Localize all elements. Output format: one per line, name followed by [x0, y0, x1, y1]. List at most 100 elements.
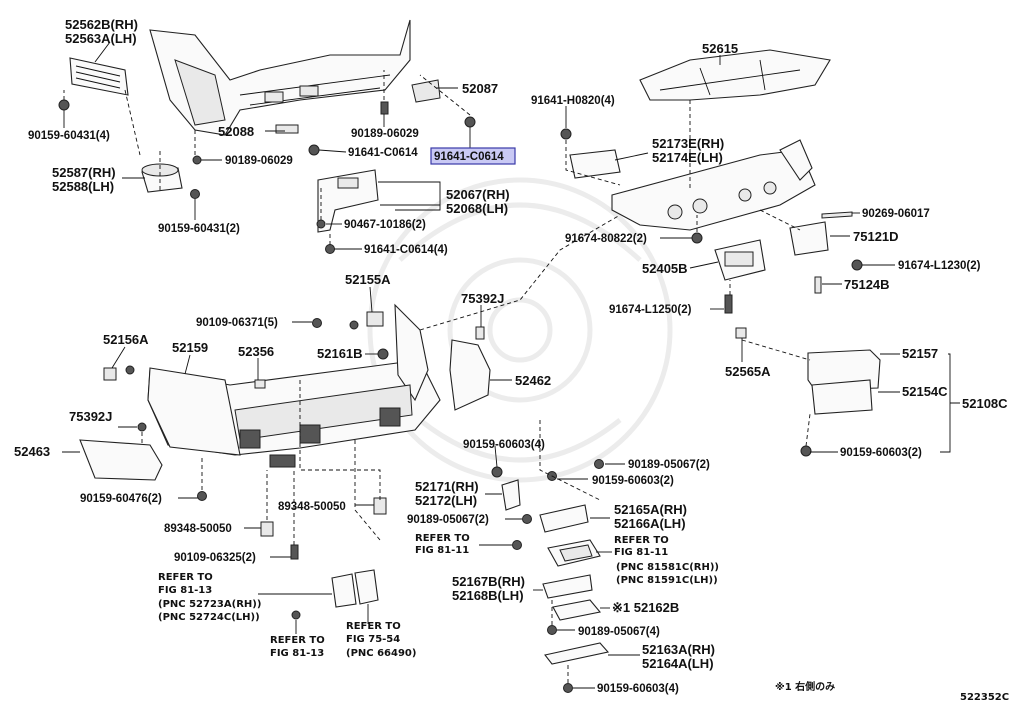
- reference-note: REFER TO: [614, 535, 669, 546]
- bolt-icon: [308, 144, 320, 156]
- bolt-icon: [491, 466, 503, 478]
- part-label[interactable]: 52167B(RH): [452, 574, 525, 589]
- part-label[interactable]: 52068(LH): [446, 201, 508, 216]
- bracket-52087: [411, 79, 441, 103]
- part-label[interactable]: 75121D: [853, 229, 899, 244]
- part-label[interactable]: 52172(LH): [415, 493, 477, 508]
- part-label[interactable]: 90109-06325(2): [174, 552, 256, 564]
- part-label[interactable]: 52161B: [317, 346, 363, 361]
- part-label[interactable]: 52087: [462, 81, 498, 96]
- part-label[interactable]: 91641-C0614: [348, 147, 418, 159]
- part-label[interactable]: 52565A: [725, 364, 771, 379]
- screw-icon: [821, 211, 853, 219]
- part-label[interactable]: 52174E(LH): [652, 150, 723, 165]
- hitch-75121d: [789, 221, 829, 256]
- retainer-52165a: [539, 504, 589, 533]
- bumper-panel-52159: [147, 367, 241, 456]
- reference-note: REFER TO: [346, 621, 401, 632]
- part-label[interactable]: 90189-05067(2): [407, 514, 489, 526]
- bolt-icon: [594, 459, 604, 469]
- reference-note: (PNC 81591C(LH)): [616, 575, 718, 586]
- clip-icon: [275, 124, 299, 134]
- highlight-box: [430, 147, 516, 165]
- bolt-icon: [851, 259, 863, 271]
- part-label[interactable]: 90159-60603(2): [840, 447, 922, 459]
- clip-icon: [103, 367, 117, 381]
- part-label[interactable]: 90159-60603(4): [597, 683, 679, 695]
- upper-body-frame: [149, 19, 411, 136]
- part-label[interactable]: 52166A(LH): [614, 516, 686, 531]
- part-label[interactable]: 52173E(RH): [652, 136, 724, 151]
- part-label[interactable]: 52159: [172, 340, 208, 355]
- part-label[interactable]: 91641-H0820(4): [531, 95, 615, 107]
- part-label[interactable]: 52587(RH): [52, 165, 116, 180]
- part-label[interactable]: 89348-50050: [278, 501, 346, 513]
- part-label[interactable]: 52463: [14, 444, 50, 459]
- bracket-52163a: [544, 642, 610, 665]
- part-label[interactable]: 52164A(LH): [642, 656, 714, 671]
- part-labels: 52562B(RH) 52563A(LH) 90159-60431(4) 520…: [14, 17, 1009, 703]
- part-label[interactable]: 75392J: [461, 291, 504, 306]
- watermark-emblem: [367, 177, 673, 483]
- part-label[interactable]: 90159-60603(2): [592, 475, 674, 487]
- part-label[interactable]: 52155A: [345, 272, 391, 287]
- part-label[interactable]: 91674-80822(2): [565, 233, 647, 245]
- plate-52167b: [542, 574, 593, 599]
- clip-icon: [125, 365, 135, 375]
- part-label[interactable]: 91674-L1230(2): [898, 260, 981, 272]
- part-label[interactable]: 90159-60476(2): [80, 493, 162, 505]
- part-label[interactable]: 90109-06371(5): [196, 317, 278, 329]
- part-label[interactable]: 75124B: [844, 277, 890, 292]
- part-label[interactable]: 52356: [238, 344, 274, 359]
- part-label[interactable]: 90189-05067(2): [628, 459, 710, 471]
- part-label-highlighted[interactable]: 91641-C0614: [434, 151, 504, 163]
- bolt-icon: [512, 540, 522, 550]
- bolt-icon: [464, 116, 476, 128]
- part-label[interactable]: 90467-10186(2): [344, 219, 426, 231]
- part-label[interactable]: 91674-L1250(2): [609, 304, 692, 316]
- part-label[interactable]: 75392J: [69, 409, 112, 424]
- part-label[interactable]: 52588(LH): [52, 179, 114, 194]
- part-label[interactable]: 52405B: [642, 261, 688, 276]
- part-label[interactable]: 90269-06017: [862, 208, 930, 220]
- part-label[interactable]: 90189-05067(4): [578, 626, 660, 638]
- part-label[interactable]: 52562B(RH): [65, 17, 138, 32]
- part-label[interactable]: 90159-60431(4): [28, 130, 110, 142]
- assembly-dash-lines: [63, 70, 811, 683]
- side-cover-52462: [449, 339, 491, 411]
- part-label[interactable]: 52462: [515, 373, 551, 388]
- part-label[interactable]: 52154C: [902, 384, 948, 399]
- reference-note: (PNC 66490): [346, 648, 416, 659]
- part-label[interactable]: 90159-60603(4): [463, 439, 545, 451]
- part-label[interactable]: 52615: [702, 41, 738, 56]
- part-label[interactable]: 52108C: [962, 396, 1008, 411]
- part-label[interactable]: 52563A(LH): [65, 31, 137, 46]
- bolt-icon: [316, 219, 326, 229]
- part-label[interactable]: 90189-06029: [351, 128, 419, 140]
- part-label[interactable]: ※1 52162B: [612, 600, 679, 615]
- part-label[interactable]: 52168B(LH): [452, 588, 524, 603]
- part-label[interactable]: 52171(RH): [415, 479, 479, 494]
- part-label[interactable]: 90189-06029: [225, 155, 293, 167]
- part-label[interactable]: 90159-60431(2): [158, 223, 240, 235]
- part-label[interactable]: 52088: [218, 124, 254, 139]
- bolt-icon: [691, 232, 703, 244]
- part-label[interactable]: 52163A(RH): [642, 642, 715, 657]
- bolt-icon: [724, 294, 733, 314]
- reference-note: REFER TO: [158, 572, 213, 583]
- bolt-icon: [58, 99, 70, 111]
- part-label[interactable]: 52157: [902, 346, 938, 361]
- bolt-icon: [563, 683, 573, 693]
- bracket-52067: [317, 169, 379, 233]
- bracket-52405b: [714, 239, 766, 281]
- part-label[interactable]: 91641-C0614(4): [364, 244, 448, 256]
- part-label[interactable]: 52165A(RH): [614, 502, 687, 517]
- bolt-icon: [190, 189, 200, 199]
- diagram-code: 522352C: [960, 692, 1009, 703]
- reference-note: REFER TO: [270, 635, 325, 646]
- part-label[interactable]: 52067(RH): [446, 187, 510, 202]
- reference-note: FIG 81-13: [270, 648, 324, 659]
- part-label[interactable]: 52156A: [103, 332, 149, 347]
- part-label[interactable]: 89348-50050: [164, 523, 232, 535]
